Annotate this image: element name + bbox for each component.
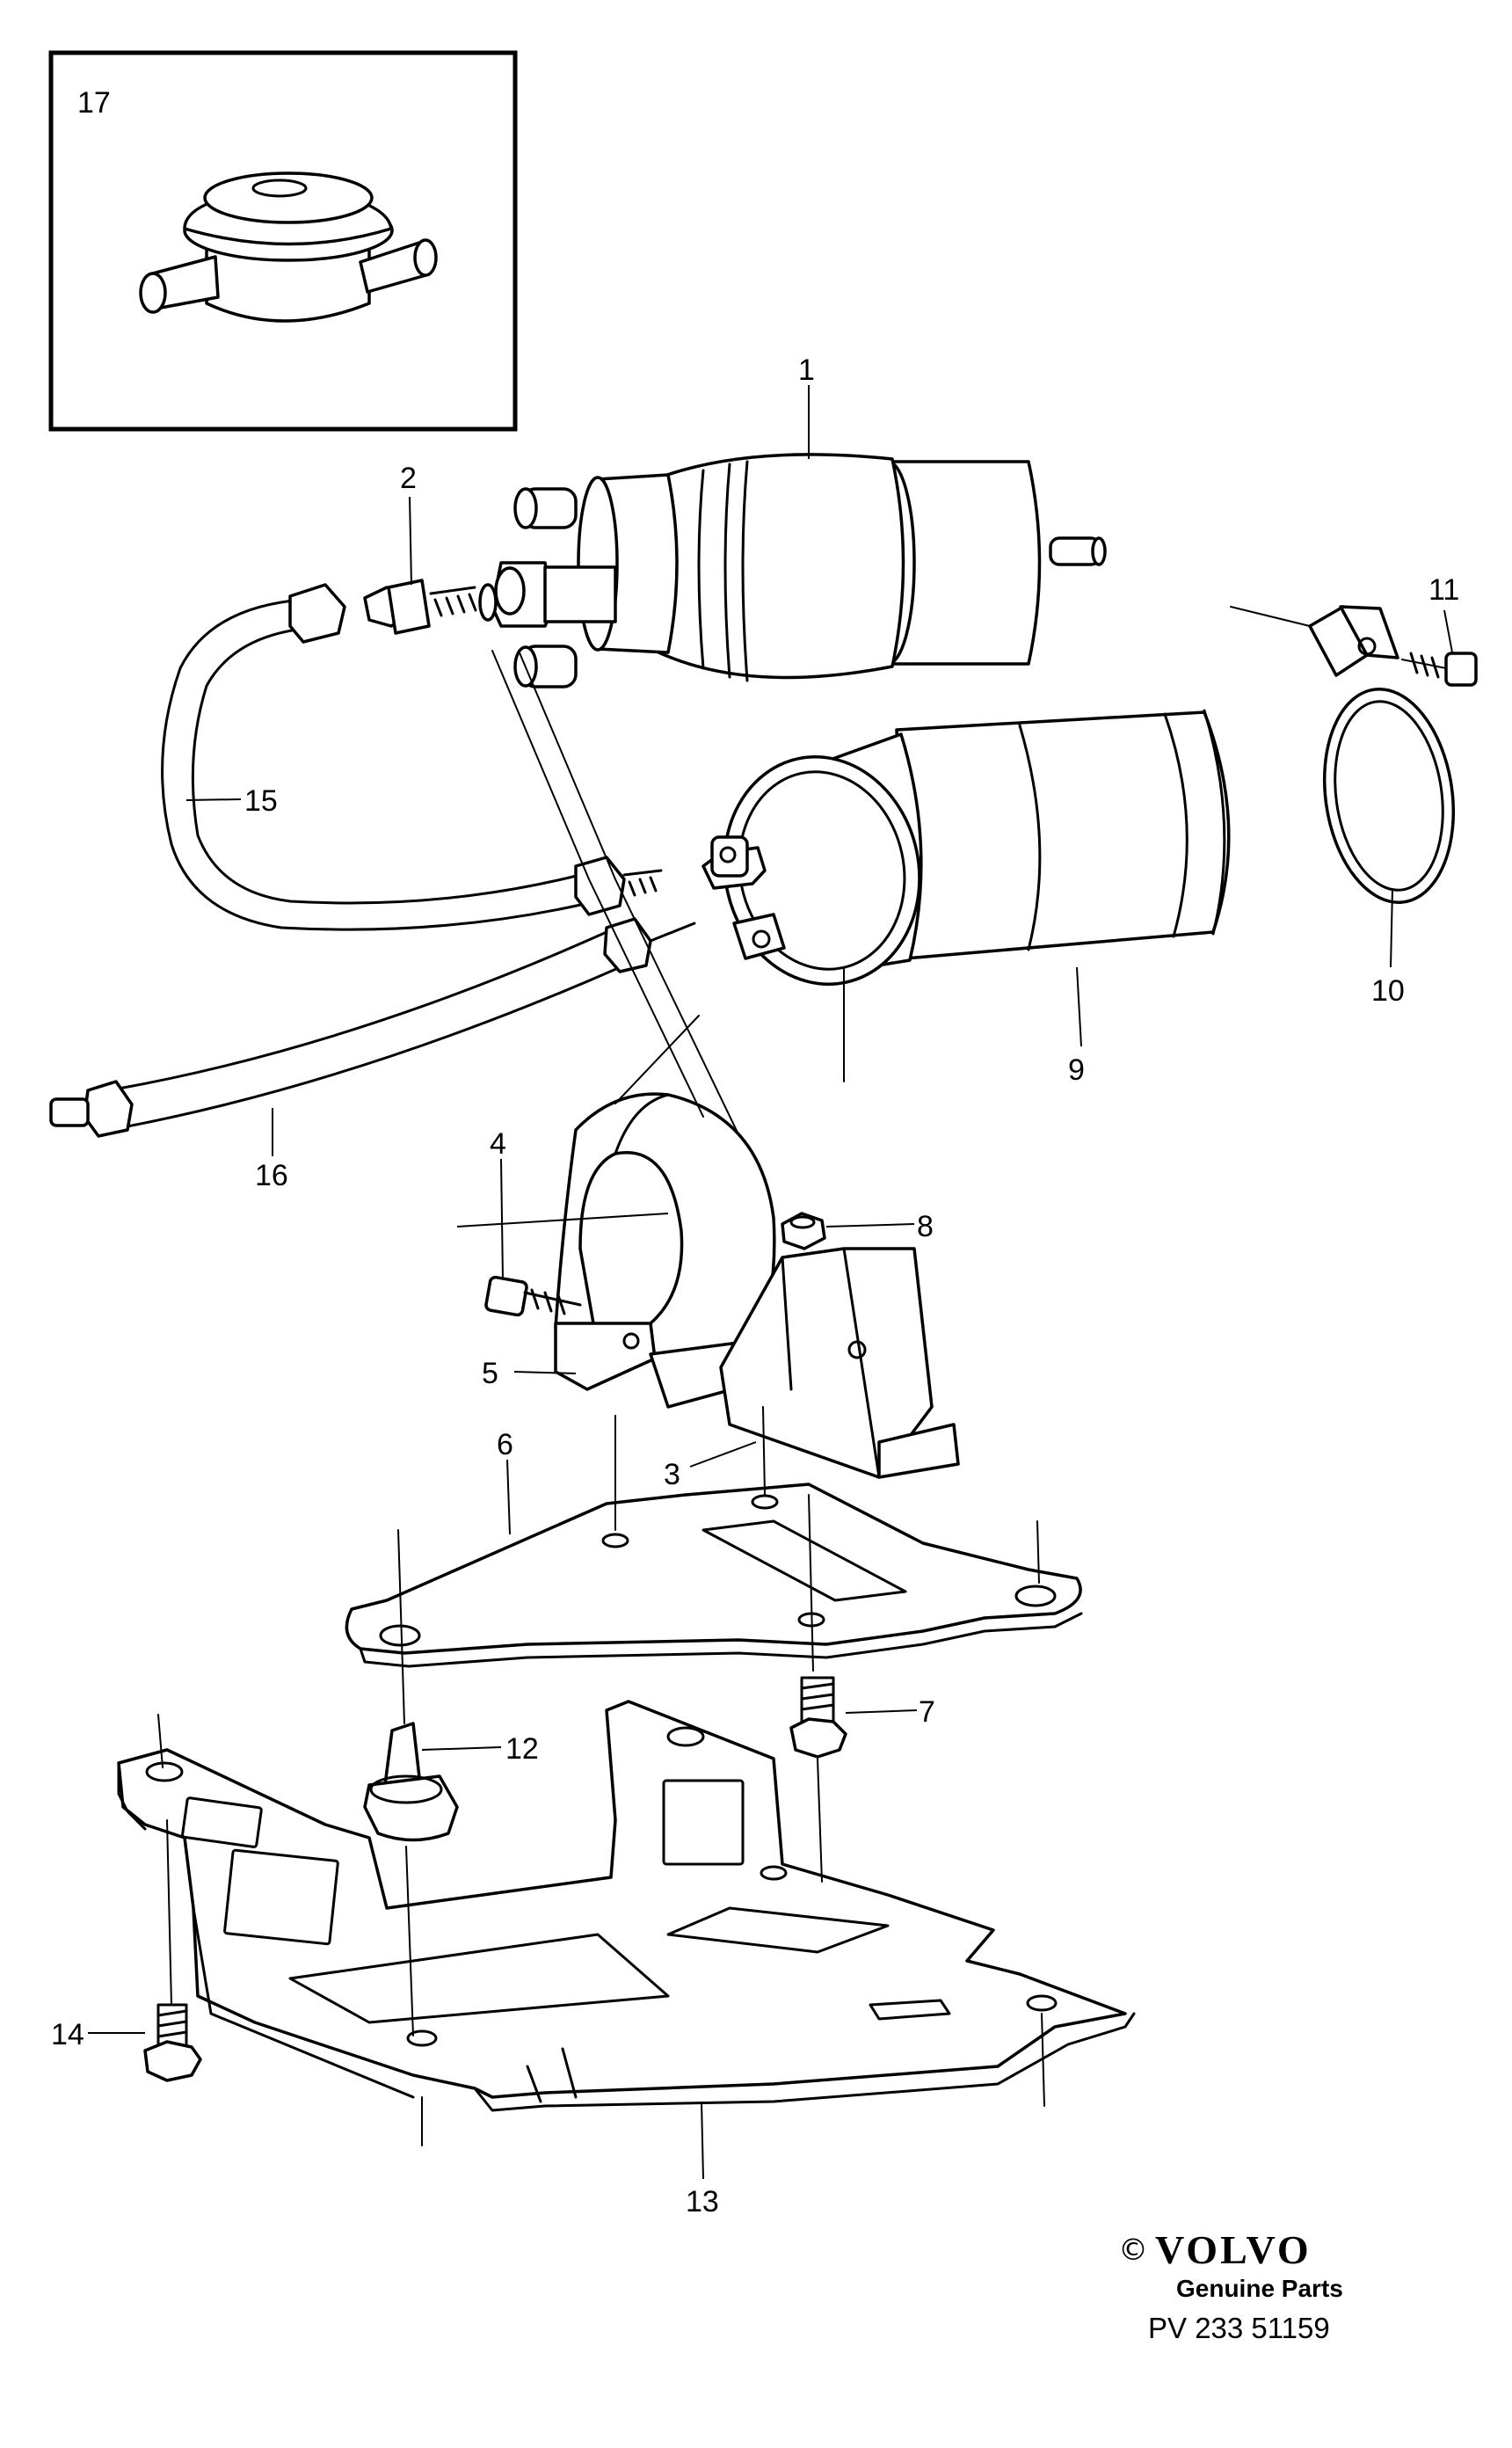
brand-block: © VOLVO Genuine Parts PV 233 51159: [1118, 2226, 1382, 2345]
fuel-pump-1: [491, 453, 1107, 688]
hose-15: [161, 583, 663, 931]
inset-part-17: [48, 50, 518, 432]
volvo-logo-text: VOLVO: [1155, 2227, 1312, 2272]
callout-1: 1: [798, 353, 815, 387]
callout-16: 16: [255, 1159, 288, 1192]
part-number: PV 233 51159: [1148, 2312, 1330, 2344]
callout-17: 17: [77, 86, 111, 120]
callout-10: 10: [1371, 974, 1405, 1008]
inset-frame: [48, 50, 518, 432]
bracket-3: [554, 1092, 960, 1479]
callout-5: 5: [482, 1357, 498, 1390]
copyright-symbol: ©: [1118, 2232, 1148, 2268]
plate-6: [345, 1483, 1083, 1668]
callout-7: 7: [919, 1695, 935, 1729]
leader-lines: [88, 385, 1453, 2180]
genuine-parts-text: Genuine Parts: [1176, 2275, 1343, 2302]
callout-14: 14: [51, 2018, 84, 2051]
screw-11: [1401, 652, 1478, 687]
brand-row: © VOLVO: [1118, 2226, 1382, 2273]
callout-13: 13: [686, 2185, 719, 2218]
callout-3: 3: [664, 1458, 680, 1491]
fuel-filter-9: [701, 709, 1231, 986]
callout-4: 4: [490, 1127, 506, 1161]
nut-8: [781, 1212, 826, 1250]
callout-12: 12: [505, 1732, 539, 1766]
fitting-2: [363, 579, 498, 635]
callout-2: 2: [400, 462, 417, 495]
callout-8: 8: [917, 1210, 934, 1243]
hose-16: [49, 917, 696, 1138]
screw-14: [143, 2003, 202, 2082]
frame-13: [117, 1700, 1136, 2112]
clamp-10: [1308, 605, 1456, 904]
callout-6: 6: [497, 1428, 513, 1461]
callout-15: 15: [244, 784, 278, 818]
center-lines: [157, 606, 1311, 2146]
callout-labels: 1 2 3 4 5 6 7 8 9 10 11 12 13 14 15 16 1…: [51, 86, 1459, 2218]
screw-7: [789, 1676, 847, 1759]
callout-11: 11: [1428, 573, 1459, 607]
bolt-4: [484, 1275, 582, 1317]
rubber-mount-12: [363, 1722, 459, 1842]
callout-9: 9: [1068, 1053, 1085, 1087]
valve-17-drawing: [139, 171, 438, 323]
